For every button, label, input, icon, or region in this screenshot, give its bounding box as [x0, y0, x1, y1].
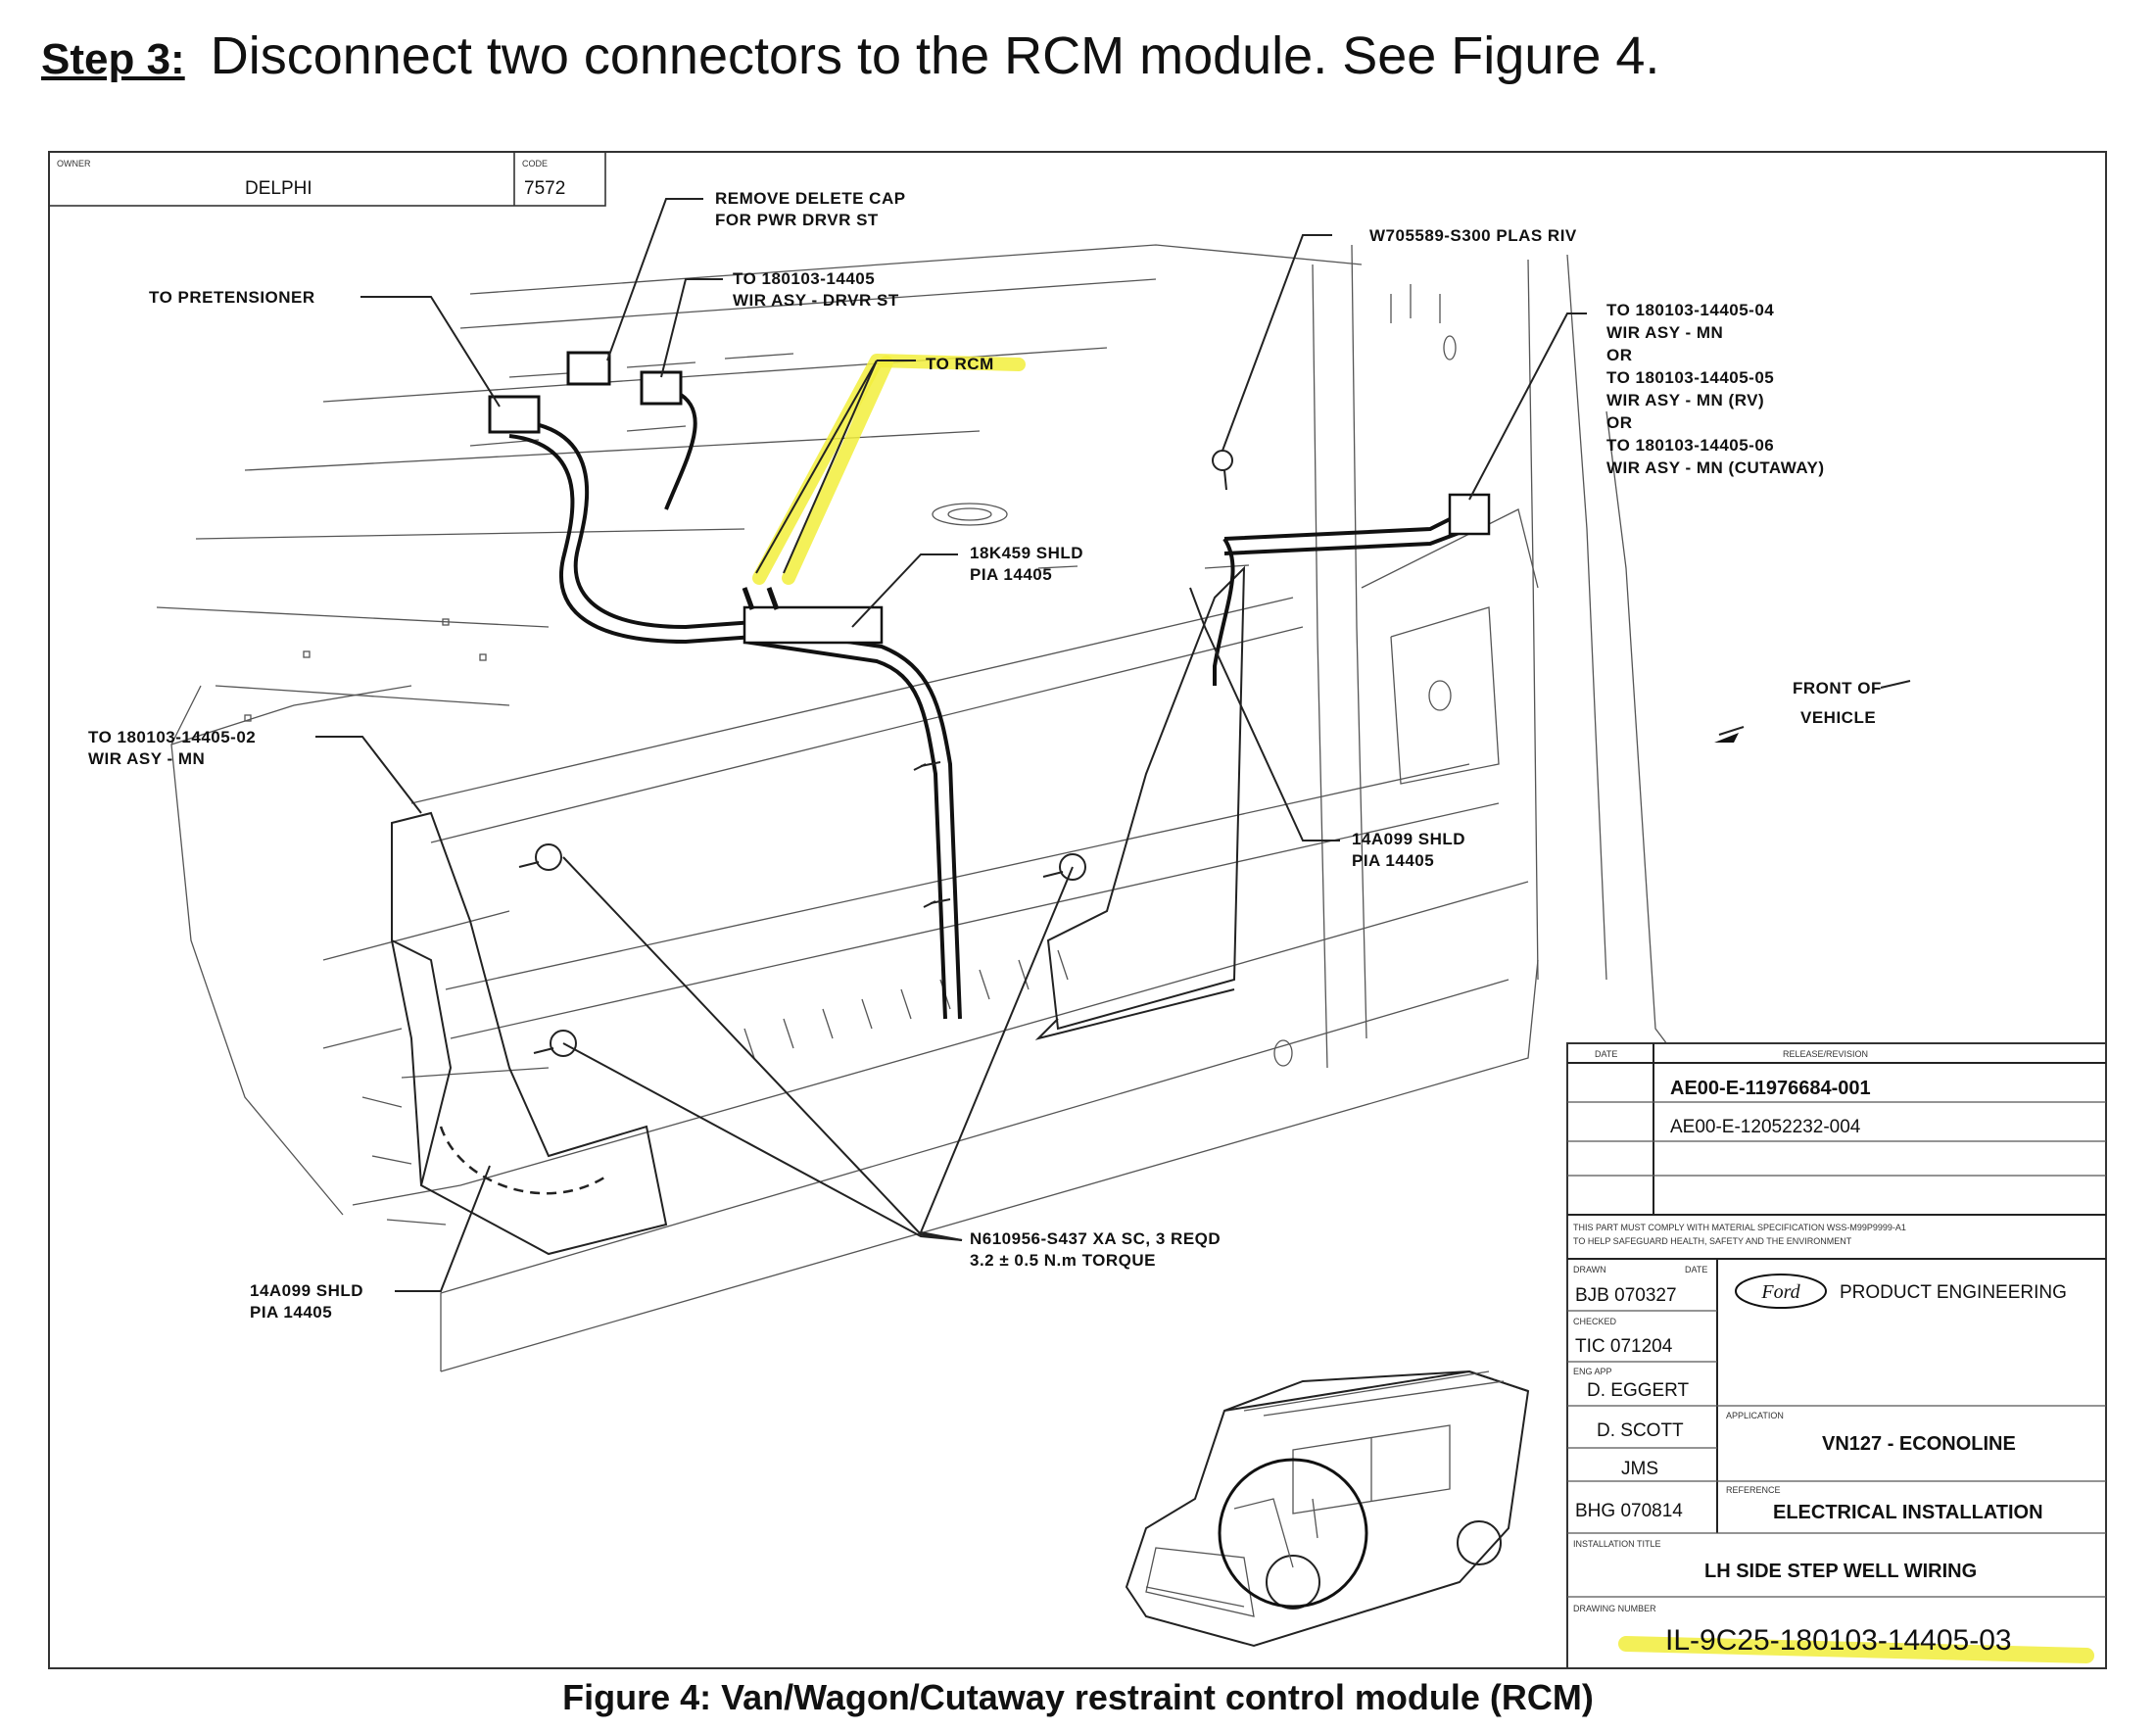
shld-18k459-label-2: PIA 14405 [970, 565, 1052, 584]
front-arrow-head [1714, 733, 1739, 743]
front-label-2: VEHICLE [1800, 708, 1876, 727]
drvr-st-label-1: TO 180103-14405 [733, 269, 875, 288]
compliance-note-1: THIS PART MUST COMPLY WITH MATERIAL SPEC… [1573, 1223, 1906, 1232]
shld-14a099-right-label-2: PIA 14405 [1352, 851, 1434, 870]
date-header: DATE [1595, 1049, 1617, 1059]
ford-logo-text: Ford [1760, 1281, 1800, 1303]
plas-riv-label: W705589-S300 PLAS RIV [1369, 226, 1577, 245]
ford-logo [1735, 1274, 1827, 1309]
row4-value: D. SCOTT [1597, 1420, 1684, 1441]
mn-options-2: WIR ASY - MN [1606, 323, 1723, 342]
owner-box [48, 151, 606, 207]
drawn-date-header: DATE [1685, 1265, 1707, 1274]
rcm-shield-18k459 [743, 605, 884, 645]
compliance-note-2: TO HELP SAFEGUARD HEALTH, SAFETY AND THE… [1573, 1236, 1852, 1246]
shld-18k459-label-1: 18K459 SHLD [970, 544, 1083, 562]
inset-callout-circle [1218, 1458, 1368, 1609]
mn-02-label-2: WIR ASY - MN [88, 749, 205, 768]
step-label: Step 3: [41, 35, 185, 83]
mn-options-8: WIR ASY - MN (CUTAWAY) [1606, 458, 1825, 477]
drawing-number-header: DRAWING NUMBER [1573, 1604, 1656, 1613]
application-value: VN127 - ECONOLINE [1822, 1433, 2016, 1455]
to-rcm-highlight [752, 354, 1026, 585]
mn-options-4: TO 180103-14405-05 [1606, 368, 1774, 387]
figure-caption: Figure 4: Van/Wagon/Cutaway restraint co… [562, 1677, 1594, 1717]
screw-label-1: N610956-S437 XA SC, 3 REQD [970, 1229, 1221, 1248]
checked-value: TIC 071204 [1575, 1336, 1673, 1357]
engapp-value: D. EGGERT [1587, 1380, 1690, 1401]
main-harness-connector [1448, 493, 1491, 536]
code-value: 7572 [524, 178, 565, 199]
shld-14a099-right-label-1: 14A099 SHLD [1352, 830, 1465, 848]
shld-14a099-left-label-2: PIA 14405 [250, 1303, 332, 1322]
installation-header: INSTALLATION TITLE [1573, 1539, 1661, 1549]
reference-value: ELECTRICAL INSTALLATION [1773, 1502, 2043, 1523]
drawing-number-highlight [1618, 1636, 2094, 1663]
product-engineering: PRODUCT ENGINEERING [1840, 1282, 2067, 1303]
drawing-border [48, 151, 2107, 1669]
drawn-header: DRAWN [1573, 1265, 1606, 1274]
application-header: APPLICATION [1726, 1411, 1784, 1420]
reference-header: REFERENCE [1726, 1485, 1781, 1495]
mn-options-5: WIR ASY - MN (RV) [1606, 391, 1764, 409]
owner-header: OWNER [57, 159, 91, 168]
step-heading: Step 3: Disconnect two connectors to the … [41, 25, 1659, 86]
mn-options-1: TO 180103-14405-04 [1606, 301, 1774, 319]
drawing-number: IL-9C25-180103-14405-03 [1665, 1624, 2012, 1657]
step-text: Disconnect two connectors to the RCM mod… [210, 26, 1660, 85]
release-header: RELEASE/REVISION [1783, 1049, 1868, 1059]
checked-header: CHECKED [1573, 1317, 1617, 1326]
revision-2: AE00-E-12052232-004 [1670, 1117, 1861, 1137]
shld-14a099-left-label-1: 14A099 SHLD [250, 1281, 363, 1300]
mn-02-label-1: TO 180103-14405-02 [88, 728, 256, 746]
row5-value: JMS [1621, 1459, 1658, 1479]
mn-options-7: TO 180103-14405-06 [1606, 436, 1774, 455]
remove-cap-label-1: REMOVE DELETE CAP [715, 189, 906, 208]
mn-options-6: OR [1606, 413, 1633, 432]
vehicle-body-lineart [156, 244, 1686, 1372]
to-rcm-label: TO RCM [926, 355, 994, 373]
wiring-harness [488, 351, 1491, 1020]
van-inset [1125, 1370, 1530, 1648]
remove-cap-label-2: FOR PWR DRVR ST [715, 211, 879, 229]
owner-value: DELPHI [245, 178, 312, 199]
revision-1: AE00-E-11976684-001 [1670, 1078, 1871, 1099]
front-label-1: FRONT OF [1793, 679, 1882, 697]
pretensioner-label: TO PRETENSIONER [149, 288, 315, 307]
delete-cap [566, 351, 611, 386]
rcm-connectors [742, 587, 780, 610]
title-block: DATE RELEASE/REVISION AE00-E-11976684-00… [1566, 1042, 2107, 1669]
drvr-st-connector [640, 370, 683, 406]
code-header: CODE [522, 159, 548, 168]
callout-labels: REMOVE DELETE CAP FOR PWR DRVR ST TO 180… [88, 189, 1882, 1322]
row6-value: BHG 070814 [1575, 1501, 1683, 1521]
drawn-value: BJB 070327 [1575, 1285, 1677, 1306]
drvr-st-label-2: WIR ASY - DRVR ST [733, 291, 899, 310]
installation-title: LH SIDE STEP WELL WIRING [1704, 1561, 1977, 1582]
mn-options-3: OR [1606, 346, 1633, 364]
leader-lines [315, 198, 1911, 1292]
screw-label-2: 3.2 ± 0.5 N.m TORQUE [970, 1251, 1156, 1270]
engapp-header: ENG APP [1573, 1367, 1612, 1376]
